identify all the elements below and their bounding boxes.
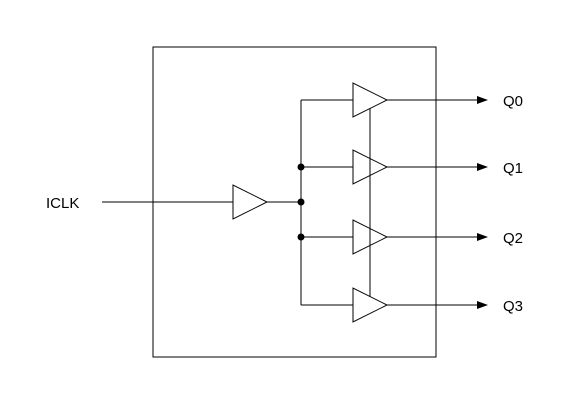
q3-output-label: Q3 bbox=[503, 298, 523, 315]
q1-output-label: Q1 bbox=[503, 160, 523, 177]
input-buffer-triangle bbox=[232, 184, 269, 220]
iclk-input-label: ICLK bbox=[46, 195, 79, 212]
q2-output-label: Q2 bbox=[503, 230, 523, 247]
output-arrow-q2-icon bbox=[477, 233, 488, 241]
junction-dot-q2 bbox=[297, 233, 305, 241]
junction-dot-q1 bbox=[297, 163, 305, 171]
output-arrow-q0-icon bbox=[477, 96, 488, 104]
q0-output-label: Q0 bbox=[503, 93, 523, 110]
output-arrow-q3-icon bbox=[477, 301, 488, 309]
junction-dot-input bbox=[297, 198, 305, 206]
output-arrow-q1-icon bbox=[477, 163, 488, 171]
